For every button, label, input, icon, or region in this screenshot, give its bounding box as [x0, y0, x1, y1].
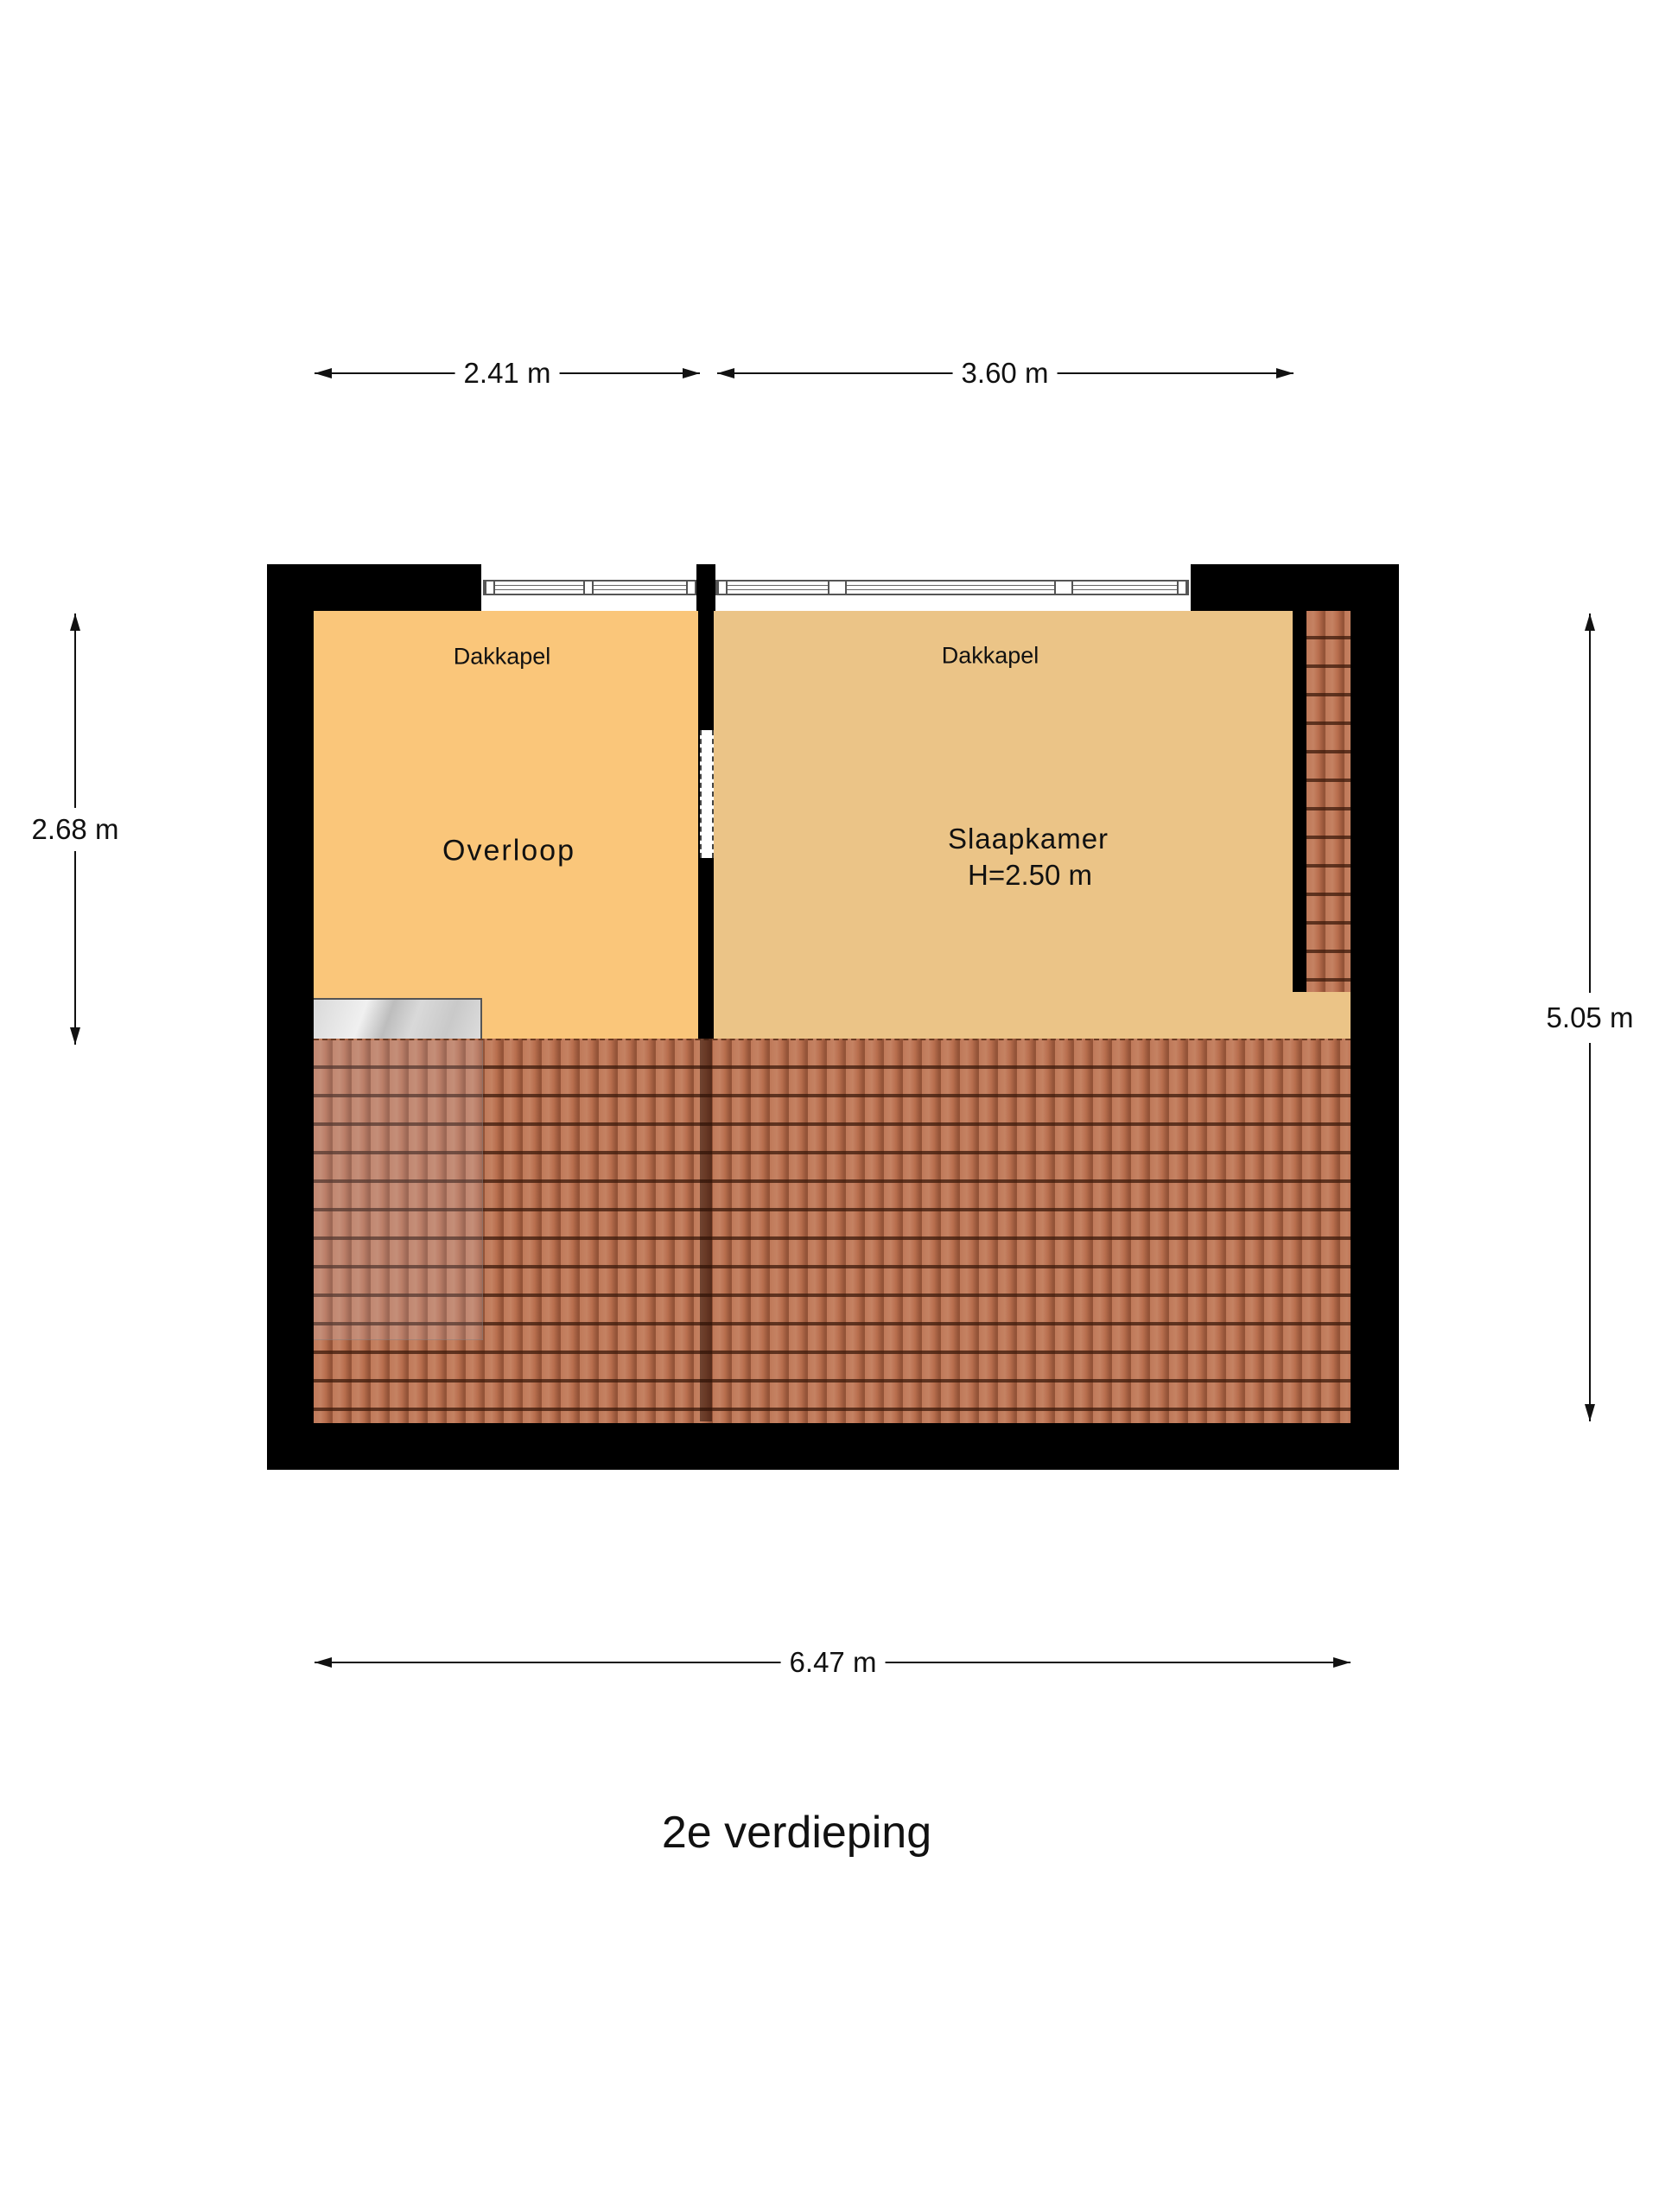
- overloop-label: Overloop: [442, 834, 575, 868]
- window-right: [715, 580, 1189, 595]
- top-wall-divider: [696, 564, 715, 611]
- staircase: [314, 998, 482, 1039]
- arrow-up-icon: [70, 613, 80, 631]
- roof-tiles: [314, 1039, 1351, 1423]
- roof-tiles-side: [1306, 611, 1351, 992]
- floor-title: 2e verdieping: [661, 1808, 932, 1858]
- arrow-up-icon: [1585, 613, 1595, 631]
- side-knee-wall: [1293, 611, 1306, 992]
- doorway[interactable]: [700, 730, 714, 858]
- dim-top-left: 2.41 m: [454, 357, 560, 390]
- dim-left: 2.68 m: [31, 808, 119, 851]
- arrow-down-icon: [1585, 1404, 1595, 1421]
- slaapkamer-dakkapel-label: Dakkapel: [941, 642, 1039, 669]
- room-slaapkamer: [714, 611, 1351, 1039]
- arrow-right-icon: [1276, 368, 1294, 378]
- arrow-down-icon: [70, 1027, 80, 1045]
- window-left: [483, 580, 698, 595]
- arrow-left-icon: [315, 1657, 332, 1668]
- slaapkamer-label: Slaapkamer: [947, 823, 1109, 855]
- arrow-right-icon: [683, 368, 700, 378]
- arrow-left-icon: [315, 368, 332, 378]
- dim-top-right: 3.60 m: [952, 357, 1058, 390]
- dim-bottom: 6.47 m: [780, 1646, 886, 1679]
- room-overloop: [314, 611, 698, 1039]
- arrow-left-icon: [717, 368, 734, 378]
- arrow-right-icon: [1333, 1657, 1351, 1668]
- slaapkamer-height-label: H=2.50 m: [968, 859, 1092, 891]
- staircase-below: [314, 1040, 483, 1340]
- overloop-dakkapel-label: Dakkapel: [453, 643, 551, 670]
- dim-right: 5.05 m: [1546, 993, 1634, 1043]
- interior-wall-shadow: [700, 1039, 712, 1421]
